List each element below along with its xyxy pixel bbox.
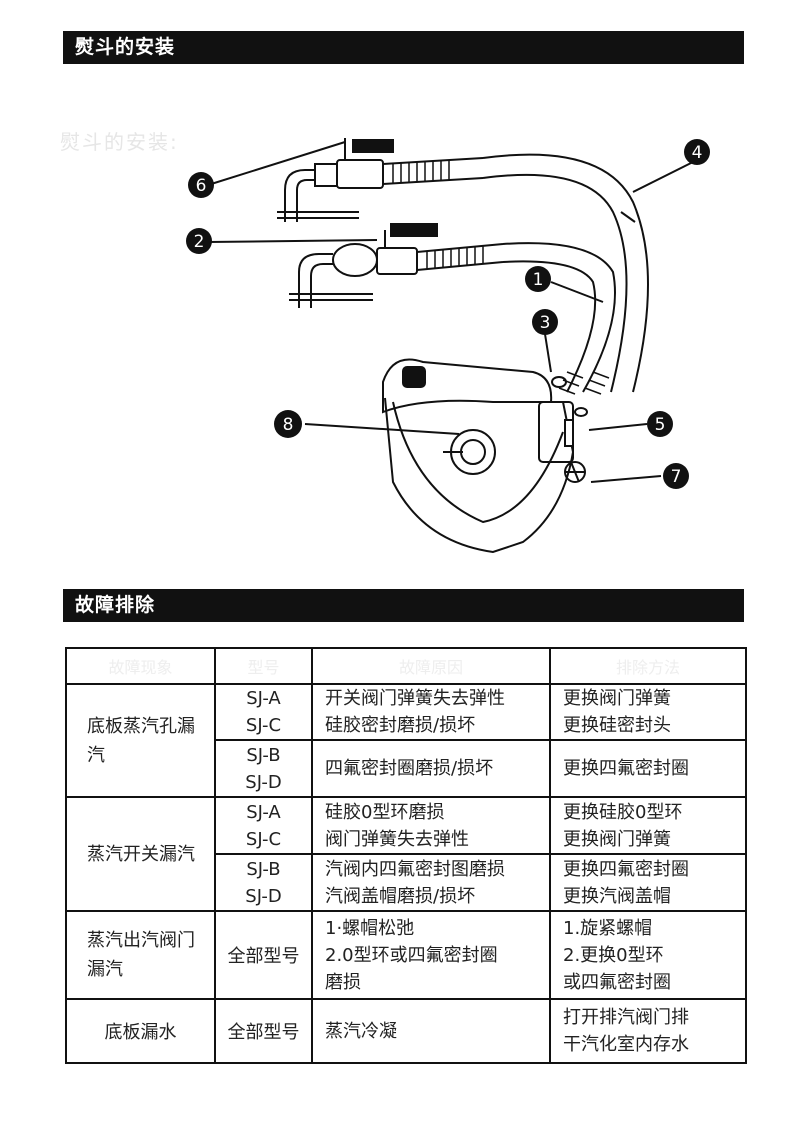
- troubleshooting-table: 故障现象 型号 故障原因 排除方法 底板蒸汽孔漏汽 SJ-A SJ-C 开关阀门…: [65, 647, 747, 1064]
- model-cell: 全部型号: [214, 998, 313, 1064]
- iron-installation-diagram: 6 2 1 3 4 5 7 8: [186, 138, 710, 554]
- cause-cell: 汽阀内四氟密封图磨损 汽阀盖帽磨损/损坏: [311, 853, 551, 912]
- symptom-cell: 蒸汽开关漏汽: [65, 796, 216, 912]
- symptom-cell: 蒸汽出汽阀门漏汽: [65, 910, 216, 1000]
- model-cell: SJ-B SJ-D: [214, 853, 313, 912]
- install-section-title: 熨斗的安装: [63, 31, 744, 64]
- callout-3: 3: [540, 313, 551, 333]
- callout-1: 1: [533, 270, 544, 290]
- table-row: SJ-B SJ-D 汽阀内四氟密封图磨损 汽阀盖帽磨损/损坏 更换四氟密封圈 更…: [66, 853, 747, 912]
- cause-cell: 蒸汽冷凝: [311, 998, 551, 1064]
- table-row: 蒸汽出汽阀门漏汽 全部型号 1·螺帽松弛 2.0型环或四氟密封圈 磨损 1.旋紧…: [65, 910, 747, 1000]
- cause-cell: 四氟密封圈磨损/损坏: [311, 739, 551, 798]
- table-row: 蒸汽开关漏汽 SJ-A SJ-C 硅胶0型环磨损 阀门弹簧失去弹性 更换硅胶0型…: [65, 796, 747, 912]
- ghost-title: 熨斗的安装:: [60, 130, 179, 154]
- model-cell: SJ-A SJ-C: [214, 683, 313, 741]
- remedy-cell: 更换硅胶0型环 更换阀门弹簧: [549, 796, 747, 855]
- callout-6: 6: [196, 176, 207, 196]
- callout-2: 2: [194, 232, 205, 252]
- callout-8: 8: [283, 415, 294, 435]
- callout-7: 7: [671, 467, 682, 487]
- remedy-cell: 1.旋紧螺帽 2.更换0型环 或四氟密封圈: [549, 910, 747, 1000]
- remedy-cell: 更换阀门弹簧 更换硅密封头: [549, 683, 747, 741]
- cause-cell: 硅胶0型环磨损 阀门弹簧失去弹性: [311, 796, 551, 855]
- table-row: SJ-B SJ-D 四氟密封圈磨损/损坏 更换四氟密封圈: [66, 739, 747, 798]
- callout-4: 4: [692, 143, 703, 163]
- symptom-cell: 底板漏水: [65, 998, 216, 1064]
- header-remedy: 排除方法: [549, 647, 747, 685]
- cause-cell: 1·螺帽松弛 2.0型环或四氟密封圈 磨损: [311, 910, 551, 1000]
- table-row: 底板漏水 全部型号 蒸汽冷凝 打开排汽阀门排 干汽化室内存水: [65, 998, 747, 1064]
- header-cause: 故障原因: [311, 647, 551, 685]
- callout-5: 5: [655, 415, 666, 435]
- model-cell: 全部型号: [214, 910, 313, 1000]
- remedy-cell: 更换四氟密封圈 更换汽阀盖帽: [549, 853, 747, 912]
- table-row: 底板蒸汽孔漏汽 SJ-A SJ-C 开关阀门弹簧失去弹性 硅胶密封磨损/损坏 更…: [65, 683, 747, 798]
- remedy-cell: 打开排汽阀门排 干汽化室内存水: [549, 998, 747, 1064]
- model-cell: SJ-A SJ-C: [214, 796, 313, 855]
- header-model: 型号: [214, 647, 313, 685]
- cause-cell: 开关阀门弹簧失去弹性 硅胶密封磨损/损坏: [311, 683, 551, 741]
- table-header-row: 故障现象 型号 故障原因 排除方法: [65, 647, 747, 685]
- troubleshooting-section-title: 故障排除: [63, 589, 744, 622]
- remedy-cell: 更换四氟密封圈: [549, 739, 747, 798]
- header-symptom: 故障现象: [65, 647, 216, 685]
- symptom-cell: 底板蒸汽孔漏汽: [65, 683, 216, 798]
- model-cell: SJ-B SJ-D: [214, 739, 313, 798]
